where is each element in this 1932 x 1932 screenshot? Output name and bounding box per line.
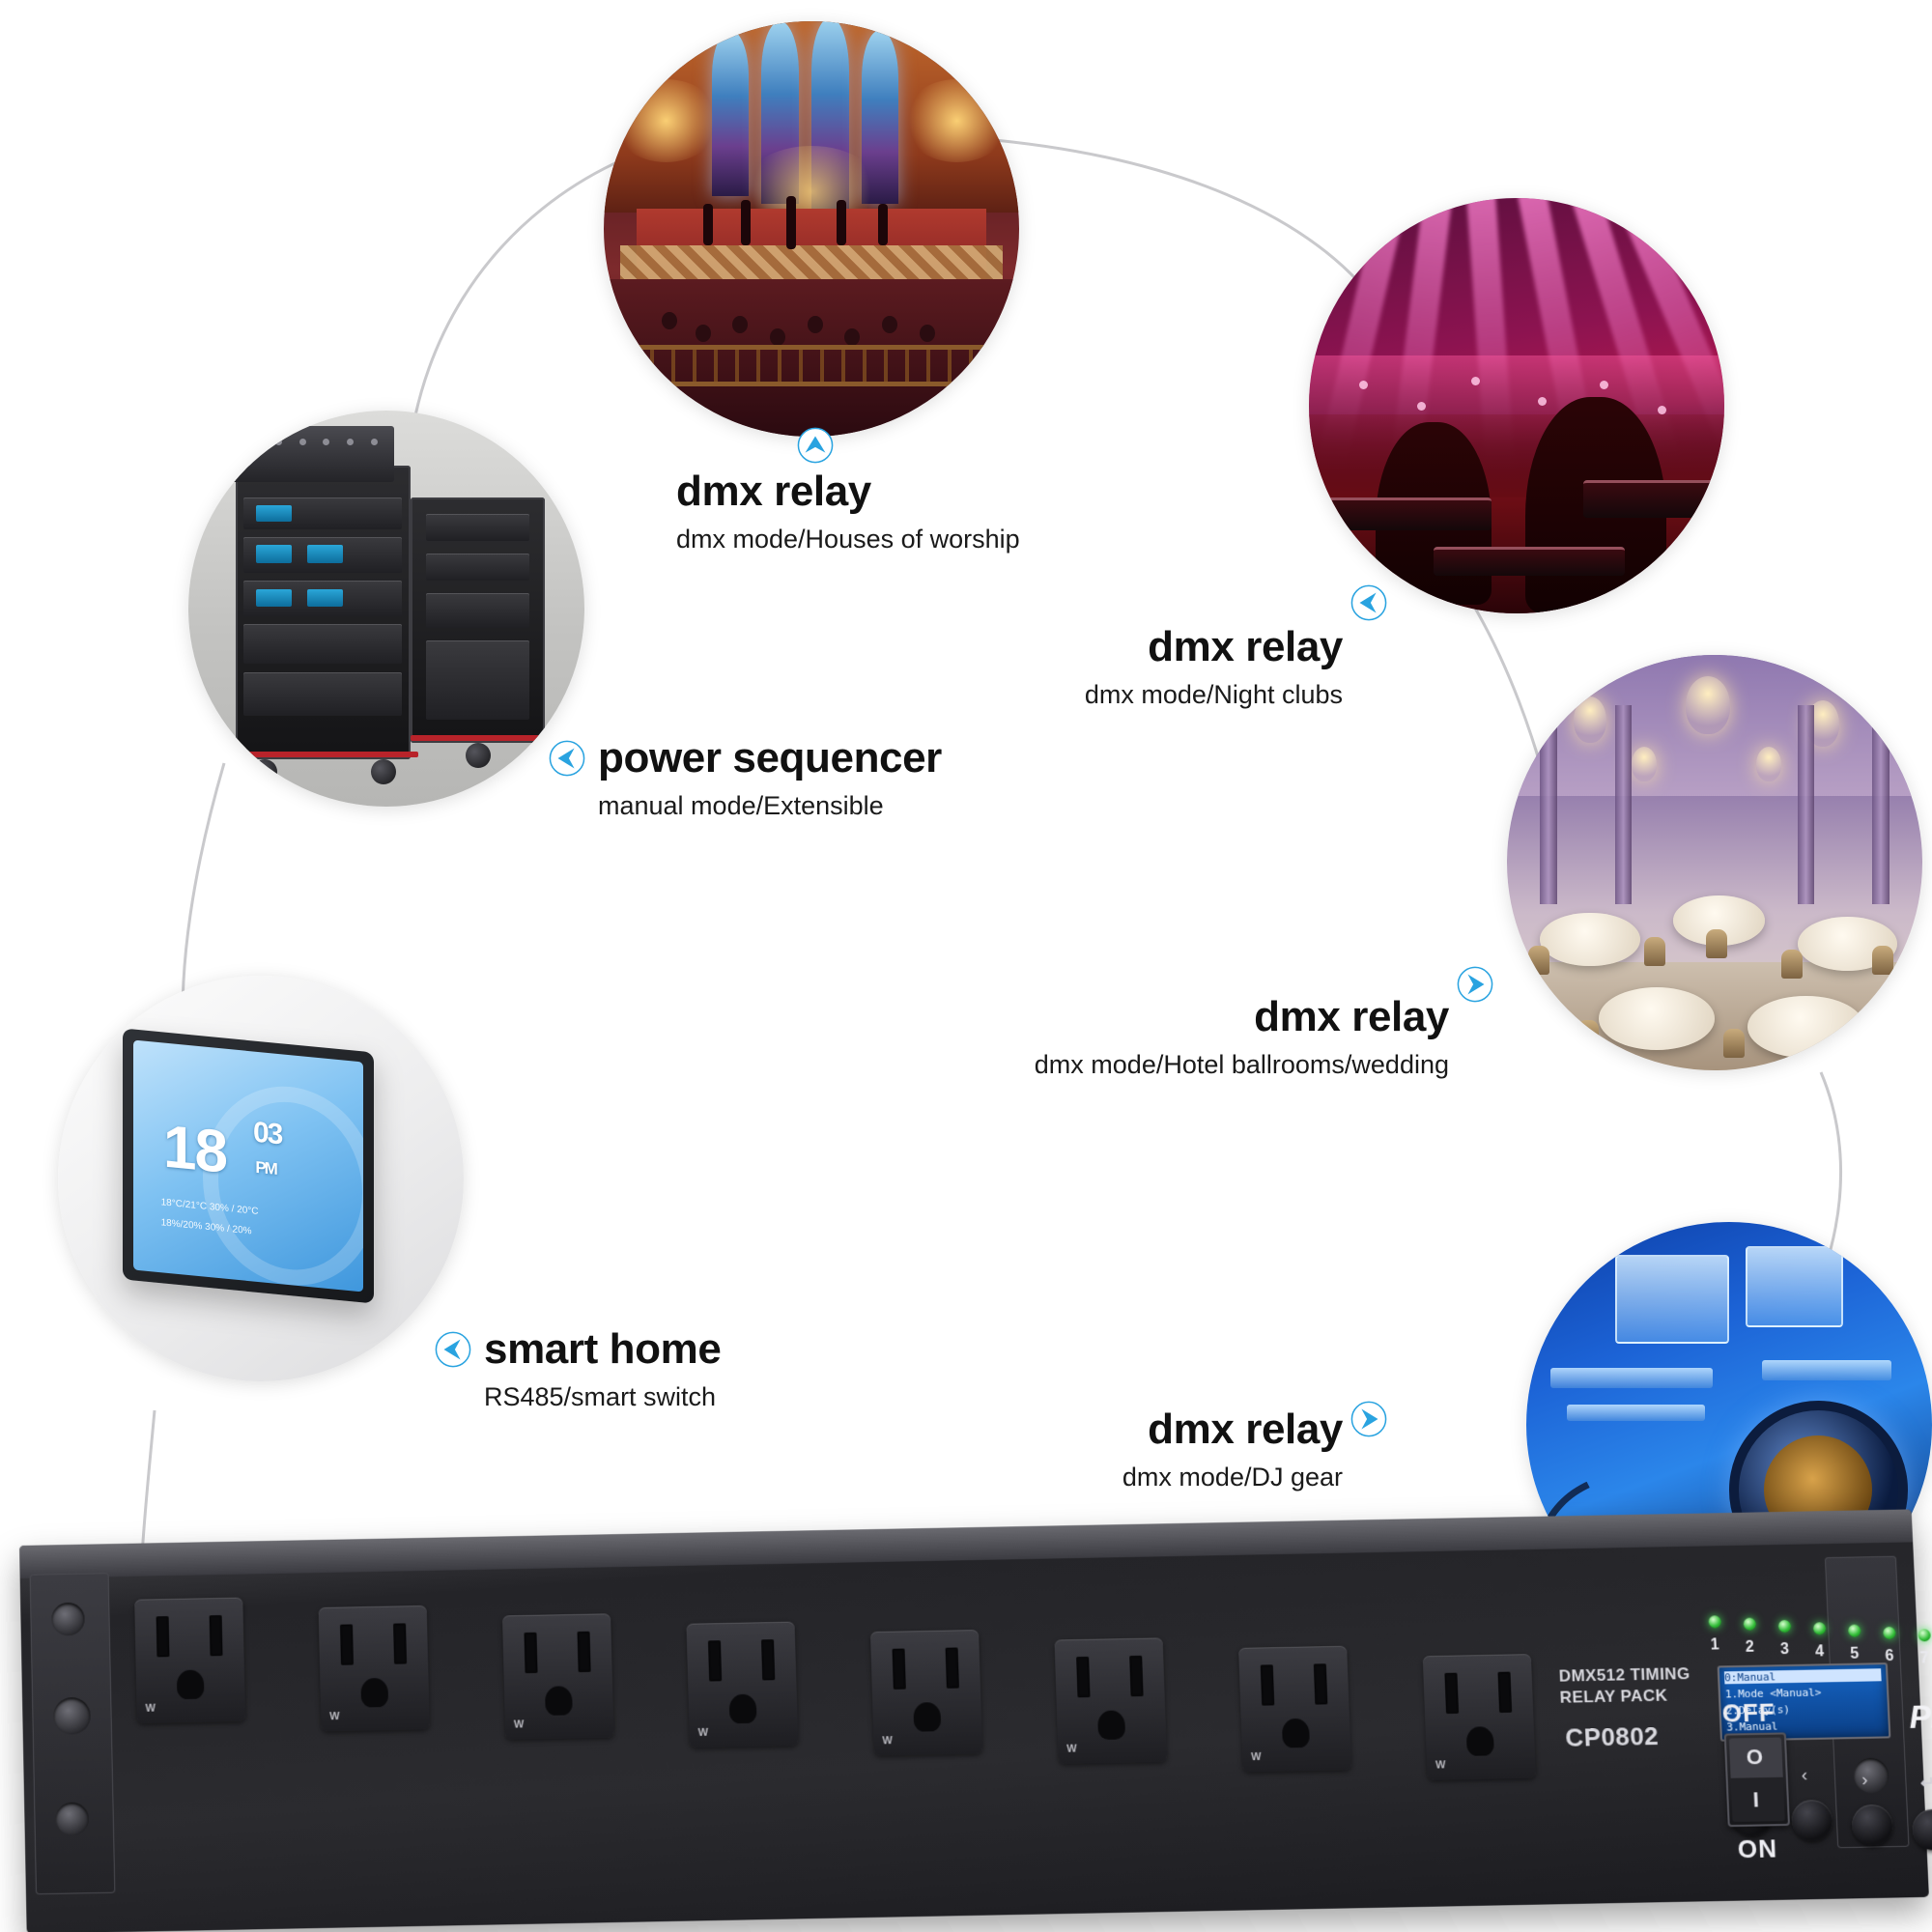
outlet-label: W [697, 1726, 709, 1739]
chevron-prev-icon: ‹ [1801, 1765, 1808, 1786]
outlet-2[interactable]: W [318, 1605, 430, 1732]
outlet-4[interactable]: W [686, 1621, 799, 1748]
brand-logo: Pknight [1908, 1696, 1932, 1736]
led-number-2: 2 [1745, 1638, 1755, 1656]
callout-title: dmx relay [676, 468, 871, 515]
outlet-3[interactable]: W [501, 1613, 614, 1740]
led-number-7: 7 [1919, 1650, 1929, 1667]
smart-panel-minute: 03 [253, 1116, 282, 1151]
callout-dj-gear: dmx relay dmx mode/DJ gear [831, 1401, 1387, 1492]
outlet-label: W [513, 1719, 525, 1731]
led-number-4: 4 [1814, 1643, 1825, 1661]
chevron-left-icon [549, 740, 585, 777]
led-number-1: 1 [1710, 1636, 1719, 1654]
outlet-7[interactable]: W [1238, 1645, 1351, 1773]
callout-subtitle: manual mode/Extensible [598, 791, 884, 820]
callout-subtitle: dmx mode/DJ gear [1122, 1463, 1343, 1492]
chevron-right-icon [1457, 966, 1493, 1003]
status-led-4 [1812, 1622, 1827, 1635]
houses-of-worship-photo [604, 21, 1019, 437]
power-rocker-switch[interactable]: O I [1723, 1732, 1790, 1828]
callout-title: dmx relay [1148, 623, 1343, 670]
device-model-code: CP0802 [1564, 1720, 1660, 1752]
callout-power-sequencer: power sequencer manual mode/Extensible [549, 734, 1148, 821]
outlet-label: W [1066, 1743, 1077, 1755]
chevron-left-icon [1350, 584, 1387, 621]
chevron-right-icon [1350, 1401, 1387, 1437]
rack-gear-photo [188, 411, 584, 807]
callout-smart-home: smart home RS485/smart switch [435, 1325, 937, 1412]
chevron-up-icon [797, 427, 834, 464]
outlet-6[interactable]: W [1054, 1637, 1168, 1764]
lcd-line-1: 0:Manual [1723, 1668, 1882, 1685]
callout-title: dmx relay [1254, 993, 1449, 1040]
callout-subtitle: RS485/smart switch [484, 1382, 717, 1411]
dmx512-timing-relay-pack: W W W W W W [19, 1509, 1932, 1932]
callout-subtitle: dmx mode/Hotel ballrooms/wedding [1034, 1050, 1449, 1079]
outlet-label: W [329, 1710, 340, 1723]
outlet-5[interactable]: W [869, 1630, 983, 1756]
power-off-label: OFF [1721, 1697, 1776, 1728]
outlet-8[interactable]: W [1422, 1654, 1536, 1780]
callout-nightclub: dmx relay dmx mode/Night clubs [802, 584, 1387, 710]
status-led-7 [1918, 1629, 1931, 1642]
callout-title: dmx relay [1148, 1406, 1343, 1453]
callout-title: power sequencer [598, 734, 942, 781]
outlet-label: W [145, 1702, 156, 1715]
device-model-line2: RELAY PACK [1559, 1686, 1668, 1707]
chevron-left-icon [435, 1331, 471, 1368]
power-on-label: ON [1737, 1833, 1778, 1864]
led-number-5: 5 [1849, 1645, 1860, 1662]
callout-subtitle: dmx mode/Houses of worship [676, 525, 1020, 554]
outlet-label: W [882, 1735, 894, 1747]
rocker-on-symbol: I [1752, 1787, 1760, 1812]
smart-panel-meridiem: PM [255, 1157, 277, 1179]
outlet-1[interactable]: W [134, 1597, 246, 1724]
callout-subtitle: dmx mode/Night clubs [1084, 680, 1343, 709]
enter-icon: ↵ [1919, 1773, 1932, 1795]
callout-worship: dmx relay dmx mode/Houses of worship [676, 427, 1179, 554]
rocker-off-symbol: O [1746, 1744, 1764, 1770]
outlet-label: W [1435, 1759, 1446, 1772]
device-model-line1: DMX512 TIMING [1558, 1664, 1690, 1686]
callout-title: smart home [484, 1325, 722, 1373]
rack-ear-left [29, 1573, 116, 1895]
led-number-3: 3 [1779, 1640, 1790, 1659]
smart-home-panel-photo: 18 03 PM 18°C/21°C 30% / 20°C 18%/20% 30… [58, 976, 464, 1381]
callout-ballroom: dmx relay dmx mode/Hotel ballrooms/weddi… [850, 966, 1493, 1080]
night-club-dj-photo [1309, 198, 1724, 613]
chevron-next-icon: › [1861, 1770, 1869, 1791]
smart-panel-hour: 18 [163, 1113, 227, 1186]
hotel-ballroom-photo [1507, 655, 1922, 1070]
outlet-label: W [1250, 1750, 1262, 1764]
